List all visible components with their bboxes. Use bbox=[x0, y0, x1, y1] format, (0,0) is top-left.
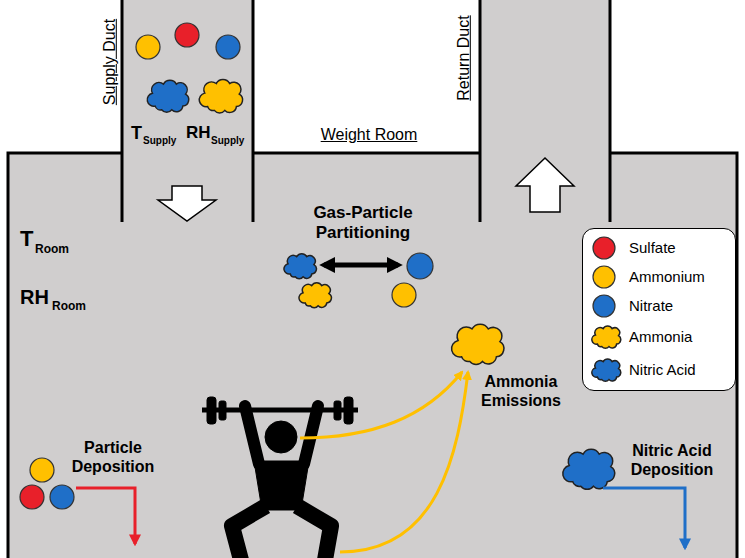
ammonia-cloud bbox=[199, 80, 242, 113]
lifter-head bbox=[265, 421, 297, 453]
process-label: Gas-Particle Partitioning bbox=[293, 203, 433, 244]
ammonium-particle bbox=[136, 35, 160, 59]
legend-swatch bbox=[591, 263, 623, 291]
weightlifter-figure bbox=[202, 397, 358, 558]
ammonia-emission-line bbox=[300, 372, 462, 438]
nitrate-particle bbox=[216, 35, 240, 59]
lifter-leg bbox=[232, 506, 266, 558]
nitrate-particle bbox=[50, 485, 74, 509]
room-fill bbox=[8, 0, 737, 558]
subscript: Supply bbox=[143, 136, 176, 146]
supply-duct: Supply Duct bbox=[122, 0, 253, 222]
room-title: Weight Room bbox=[321, 126, 418, 144]
legend-text: Ammonia bbox=[629, 328, 692, 345]
duct-label: Return Duct bbox=[455, 15, 473, 100]
barbell-plate bbox=[219, 401, 226, 420]
lifter-leg bbox=[297, 506, 331, 558]
legend-row: Nitric Acid bbox=[583, 353, 735, 386]
sulfate-particle bbox=[20, 485, 44, 509]
barbell-plate bbox=[344, 397, 353, 424]
humidity-symbol: RH bbox=[186, 124, 211, 141]
legend-text: Ammonium bbox=[629, 268, 705, 285]
subscript: Supply bbox=[211, 136, 244, 146]
legend-swatch bbox=[591, 356, 623, 384]
ammonium-particle bbox=[30, 458, 54, 482]
temperature-symbol: T bbox=[20, 228, 33, 250]
lifter-arm bbox=[304, 406, 318, 464]
sulfate-particle bbox=[175, 23, 199, 47]
legend-row: Ammonia bbox=[583, 320, 735, 353]
subscript: Room bbox=[52, 300, 86, 312]
process-label: Particle Deposition bbox=[63, 438, 163, 476]
partitioning-arrow bbox=[324, 263, 398, 268]
deposition-particles bbox=[20, 458, 74, 509]
return-flow-arrow bbox=[516, 158, 574, 212]
duct-label: Supply Duct bbox=[101, 19, 119, 105]
legend-swatch bbox=[593, 266, 615, 288]
legend-swatch bbox=[591, 292, 623, 320]
temperature-symbol: T bbox=[131, 124, 142, 142]
ammonia-emission-line bbox=[340, 372, 468, 552]
nitric-acid-deposition-arrow bbox=[603, 488, 685, 548]
legend-text: Sulfate bbox=[629, 239, 676, 256]
nitric-acid-cloud bbox=[284, 254, 316, 279]
legend-cloud bbox=[592, 326, 621, 348]
process-label: Nitric Acid Deposition bbox=[622, 441, 722, 479]
legend-swatch bbox=[591, 323, 623, 351]
return-duct: Return Duct bbox=[480, 0, 610, 222]
legend-text: Nitrate bbox=[629, 297, 673, 314]
subscript: Room bbox=[35, 243, 69, 255]
barbell-plate bbox=[334, 401, 341, 420]
nitric-acid-cloud bbox=[563, 449, 615, 489]
supply-flow-arrow bbox=[158, 186, 216, 221]
legend-box: SulfateAmmoniumNitrateAmmoniaNitric Acid bbox=[582, 228, 736, 391]
humidity-symbol: RH bbox=[20, 287, 49, 307]
ammonia-cloud bbox=[299, 283, 331, 308]
legend-swatch bbox=[593, 237, 615, 259]
nitric-acid-cloud bbox=[147, 80, 188, 112]
legend-row: Nitrate bbox=[583, 291, 735, 320]
legend-cloud bbox=[592, 359, 621, 381]
process-label: Ammonia Emissions bbox=[473, 372, 569, 410]
room-walls bbox=[8, 0, 737, 558]
nitrate-particle bbox=[407, 253, 433, 279]
legend-row: Ammonium bbox=[583, 262, 735, 291]
ammonia-cloud bbox=[452, 324, 504, 364]
legend-swatch bbox=[591, 234, 623, 262]
legend-row: Sulfate bbox=[583, 233, 735, 262]
lifter-arm bbox=[245, 406, 259, 464]
ammonium-particle bbox=[392, 283, 416, 307]
particle-deposition-arrow bbox=[76, 488, 135, 544]
barbell-plate bbox=[207, 397, 216, 424]
legend-text: Nitric Acid bbox=[629, 361, 696, 378]
legend-swatch bbox=[593, 295, 615, 317]
supply-particles bbox=[136, 23, 240, 59]
